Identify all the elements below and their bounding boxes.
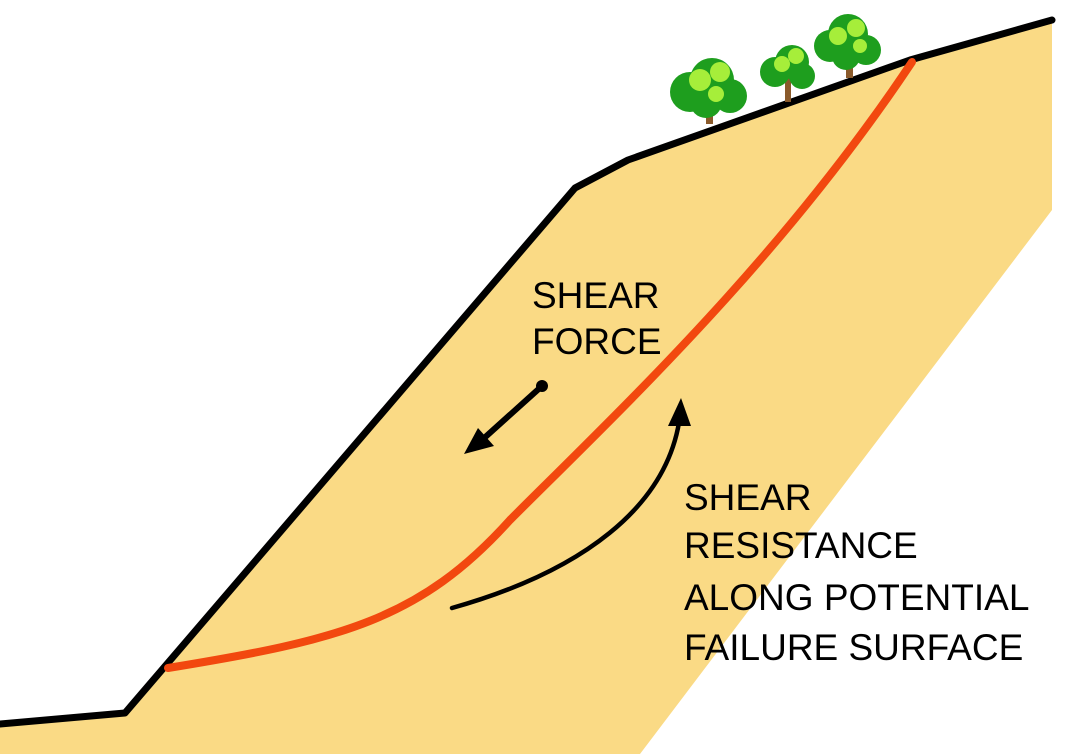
tree-icon [814, 14, 881, 78]
soil-mass [0, 20, 1052, 754]
shear-force-label-line: FORCE [532, 321, 662, 362]
shear-resistance-label: SHEAR RESISTANCE ALONG POTENTIAL FAILURE… [684, 477, 1038, 668]
shear-resistance-label-line: ALONG POTENTIAL [684, 577, 1029, 618]
arrow-down-left-icon [464, 380, 548, 454]
failure-surface-line [164, 58, 916, 672]
tree-icon [760, 45, 815, 102]
shear-force-label-line: SHEAR [532, 275, 659, 316]
shear-force-label: SHEAR FORCE [532, 275, 670, 362]
curved-arrow-up-icon [449, 398, 691, 611]
shear-resistance-label-line: SHEAR [684, 477, 811, 518]
shear-resistance-label-line: FAILURE SURFACE [684, 627, 1023, 668]
shear-resistance-label-line: RESISTANCE [684, 525, 918, 566]
ground-surface-line [0, 16, 1056, 728]
tree-icon [670, 58, 747, 124]
